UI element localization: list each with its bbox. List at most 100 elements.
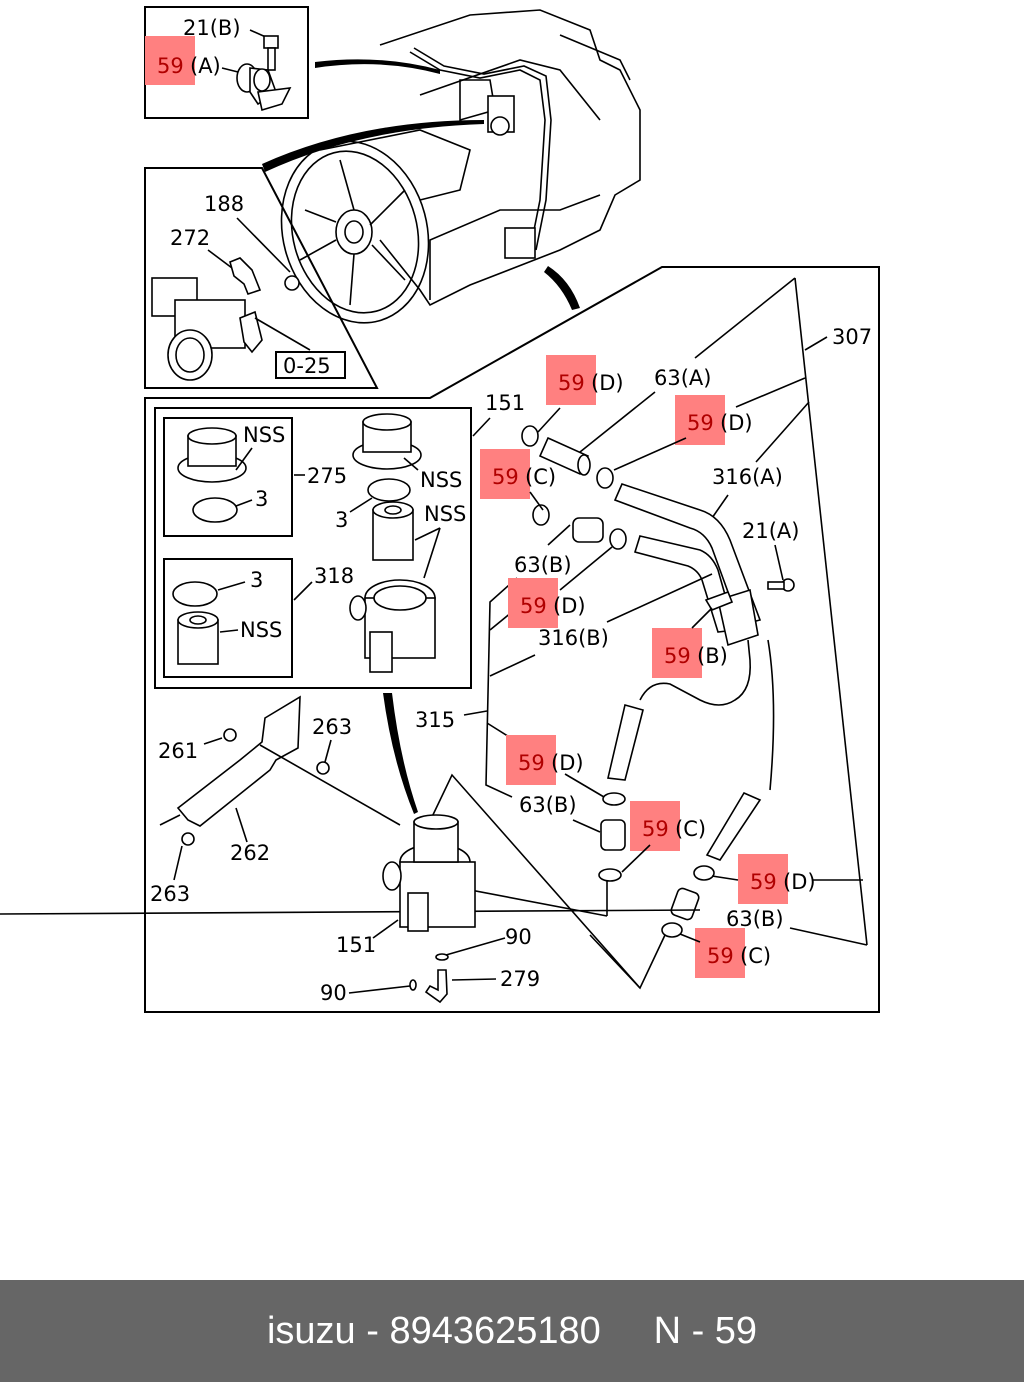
- highlight-box: [652, 628, 702, 678]
- hose-316b-end: [607, 704, 644, 781]
- kit-318-frame: [163, 558, 293, 678]
- hose-279: [424, 969, 448, 1004]
- pointer-arrow-c: [544, 266, 580, 310]
- bracket-262: [176, 695, 301, 827]
- callout-number: 59: [707, 944, 734, 968]
- callout-59b: 59(B): [652, 607, 728, 678]
- leader-line: [621, 844, 651, 873]
- bolt-icon: [223, 728, 237, 742]
- highlight-box: [695, 928, 745, 978]
- ref-box: [275, 351, 346, 379]
- callout-suffix: (D): [591, 371, 624, 395]
- hose-63b: [670, 887, 700, 921]
- callout-suffix: (B): [697, 644, 728, 668]
- main-diagram-frame: [144, 266, 880, 1013]
- callout-suffix: (C): [740, 944, 771, 968]
- o-ring: [172, 581, 218, 607]
- bolt-icon: [767, 578, 795, 592]
- label-63b-2: 63(B): [519, 793, 577, 817]
- callout-number: 59: [687, 411, 714, 435]
- callout-59d: 59(D): [508, 546, 613, 628]
- callout-number: 59: [558, 371, 585, 395]
- label-315: 315: [415, 708, 455, 732]
- footer-diagram-ref: N - 59: [653, 1309, 758, 1352]
- hose-316b-end: [705, 791, 762, 861]
- leader-line: [691, 607, 713, 629]
- washer-icon: [435, 953, 449, 961]
- footer-part-number: 8943625180: [389, 1309, 601, 1352]
- inset-clip-bracket: 21(B) 59 (A): [144, 6, 309, 119]
- label-316a: 316(A): [712, 465, 783, 489]
- bracket: [704, 590, 734, 611]
- callout-number: 59: [642, 817, 669, 841]
- label-59a-suffix: (A): [190, 54, 221, 78]
- parts-diagram: 21(B) 59 (A): [0, 6, 880, 1013]
- footer-bar: isuzu - 8943625180 N - 59: [0, 1280, 1024, 1382]
- clamp-icon: [609, 528, 627, 550]
- hose-63b: [572, 517, 604, 543]
- label-3-a: 3: [255, 487, 268, 511]
- label-nss-4: NSS: [424, 502, 466, 526]
- label-nss-2: NSS: [240, 618, 282, 642]
- callout-59d: 59(D): [506, 735, 605, 798]
- footer-gap: [601, 1310, 654, 1353]
- highlight-box: [546, 355, 596, 405]
- callout-suffix: (D): [551, 751, 584, 775]
- clamp-icon: [602, 792, 626, 806]
- hose-63a: [538, 436, 591, 476]
- label-151-top: 151: [485, 391, 525, 415]
- clamp-icon: [596, 467, 614, 489]
- callout-suffix: (C): [675, 817, 706, 841]
- callout-suffix: (C): [525, 465, 556, 489]
- highlight-box: [506, 735, 556, 785]
- clamp-icon: [532, 504, 550, 526]
- hose-316b: [639, 639, 752, 706]
- leader-line: [564, 773, 605, 798]
- callout-suffix: (D): [720, 411, 753, 435]
- callout-number: 59: [518, 751, 545, 775]
- kit-frame: [154, 407, 472, 689]
- label-275: 275: [307, 464, 347, 488]
- callout-suffix: (D): [783, 870, 816, 894]
- cap-part: [177, 427, 247, 483]
- hose-316a: [613, 483, 762, 647]
- callout-number: 59: [664, 644, 691, 668]
- filter-element: [372, 501, 414, 561]
- callout-59d: 59(D): [711, 854, 816, 904]
- label-151-bottom: 151: [336, 933, 376, 957]
- clamp-icon: [693, 865, 715, 881]
- leader-line: [711, 875, 739, 881]
- callout-number: 59: [520, 594, 547, 618]
- label-318: 318: [314, 564, 354, 588]
- label-ref-0-25: 0-25: [283, 354, 331, 378]
- kit-275-frame: [163, 417, 293, 537]
- label-262: 262: [230, 841, 270, 865]
- label-63b-3: 63(B): [726, 907, 784, 931]
- label-63b-1: 63(B): [514, 553, 572, 577]
- label-nss-3: NSS: [420, 468, 462, 492]
- bolt-icon: [263, 35, 279, 71]
- label-263-1: 263: [312, 715, 352, 739]
- label-307: 307: [832, 325, 872, 349]
- callout-number: 59: [750, 870, 777, 894]
- highlight-box: [738, 854, 788, 904]
- label-188: 188: [204, 192, 244, 216]
- callout-59c: 59(C): [679, 928, 771, 978]
- callout-59d: 59(D): [613, 395, 753, 471]
- footer-separator: -: [355, 1309, 390, 1352]
- clamp-icon: [598, 868, 622, 882]
- label-63a: 63(A): [654, 366, 711, 390]
- pointer-arrow-d: [383, 693, 418, 814]
- separator-housing: [382, 814, 476, 932]
- o-ring: [367, 478, 411, 502]
- callout-59c: 59(C): [480, 449, 556, 511]
- pointer-arrow-a: [315, 59, 440, 74]
- pointer-arrow-b: [262, 120, 484, 172]
- bolt-icon: [181, 832, 195, 846]
- hose-63b: [600, 819, 626, 851]
- label-261: 261: [158, 739, 198, 763]
- engine-illustration: [280, 9, 641, 324]
- highlight-box: [508, 578, 558, 628]
- leader-line: [679, 933, 701, 943]
- label-272: 272: [170, 226, 210, 250]
